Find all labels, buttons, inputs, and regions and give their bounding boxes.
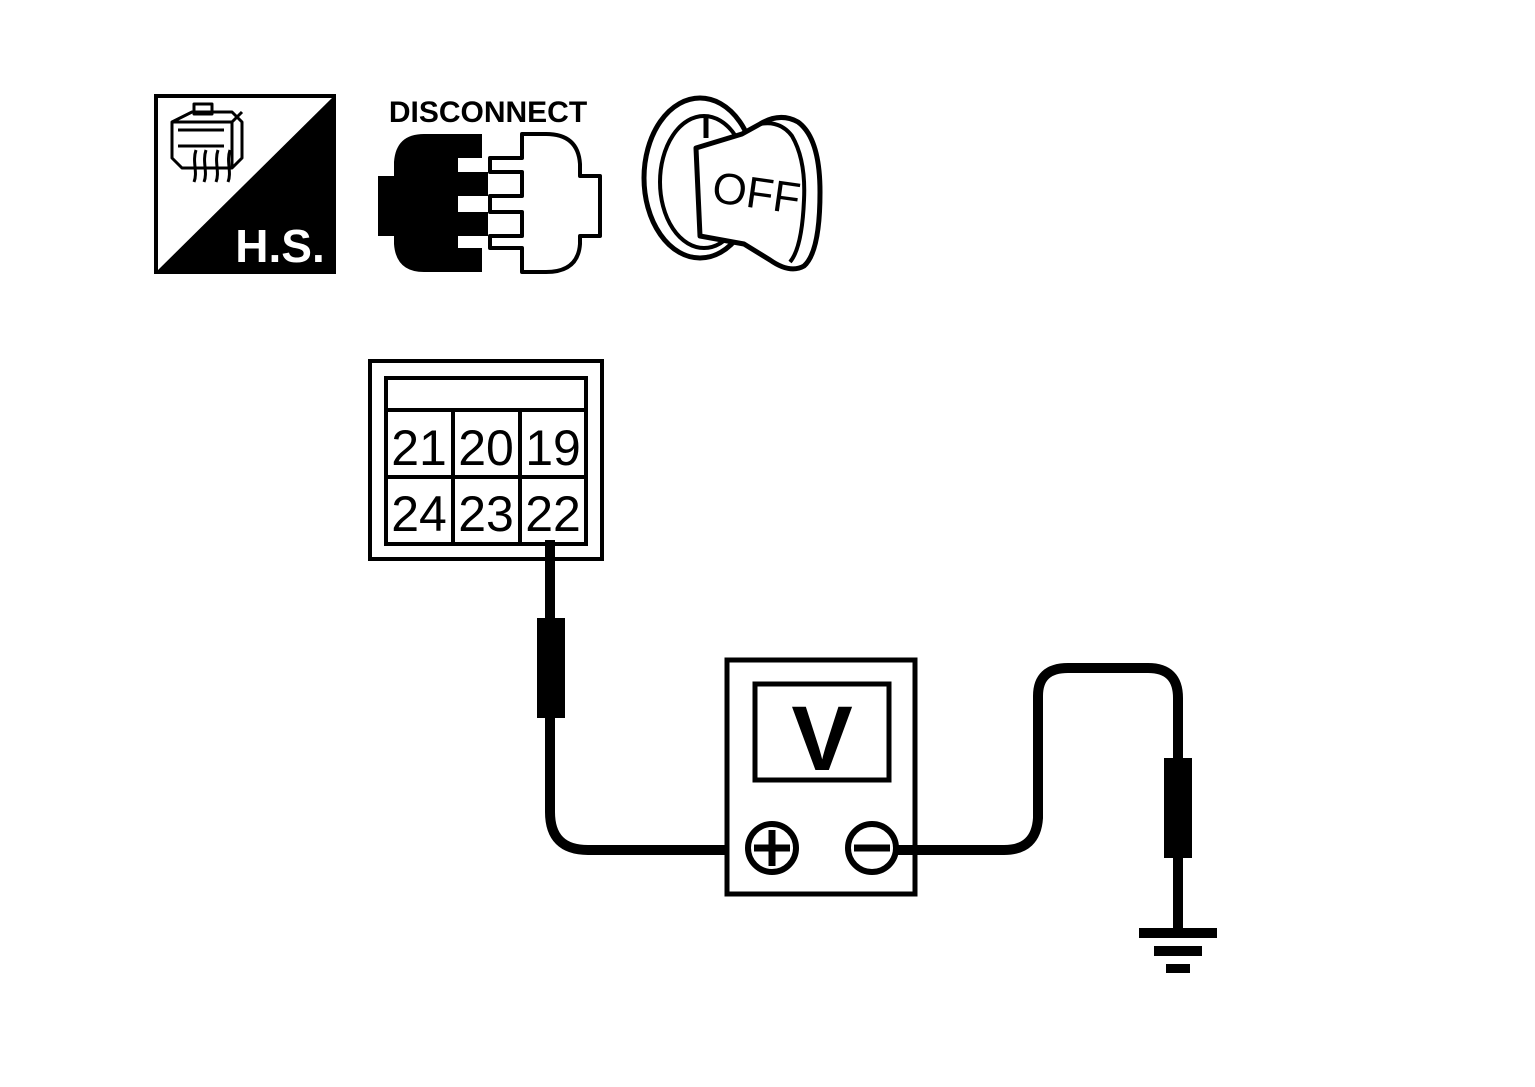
connector-face: 21 20 19 24 23 22 xyxy=(368,359,604,561)
pin-22: 22 xyxy=(525,486,581,542)
pin-23: 23 xyxy=(458,486,514,542)
pin-21: 21 xyxy=(391,420,447,476)
positive-probe-lead xyxy=(537,540,746,855)
pin-24: 24 xyxy=(391,486,447,542)
ground-symbol-icon xyxy=(1139,928,1217,973)
voltmeter: V xyxy=(724,657,918,897)
disconnect-label: DISCONNECT xyxy=(389,96,587,129)
minus-terminal-icon xyxy=(845,821,899,875)
pin-19: 19 xyxy=(525,420,581,476)
disconnect-connector-icon: DISCONNECT xyxy=(378,96,602,274)
pin-20: 20 xyxy=(458,420,514,476)
plus-terminal-icon xyxy=(745,821,799,875)
harness-side-icon: H.S. xyxy=(154,94,336,274)
voltmeter-display: V xyxy=(791,688,852,790)
ignition-key-off-icon: OFF xyxy=(641,95,823,272)
harness-side-label: H.S. xyxy=(235,220,324,272)
negative-probe-lead xyxy=(896,663,1192,932)
ignition-off-label: OFF xyxy=(709,163,803,224)
